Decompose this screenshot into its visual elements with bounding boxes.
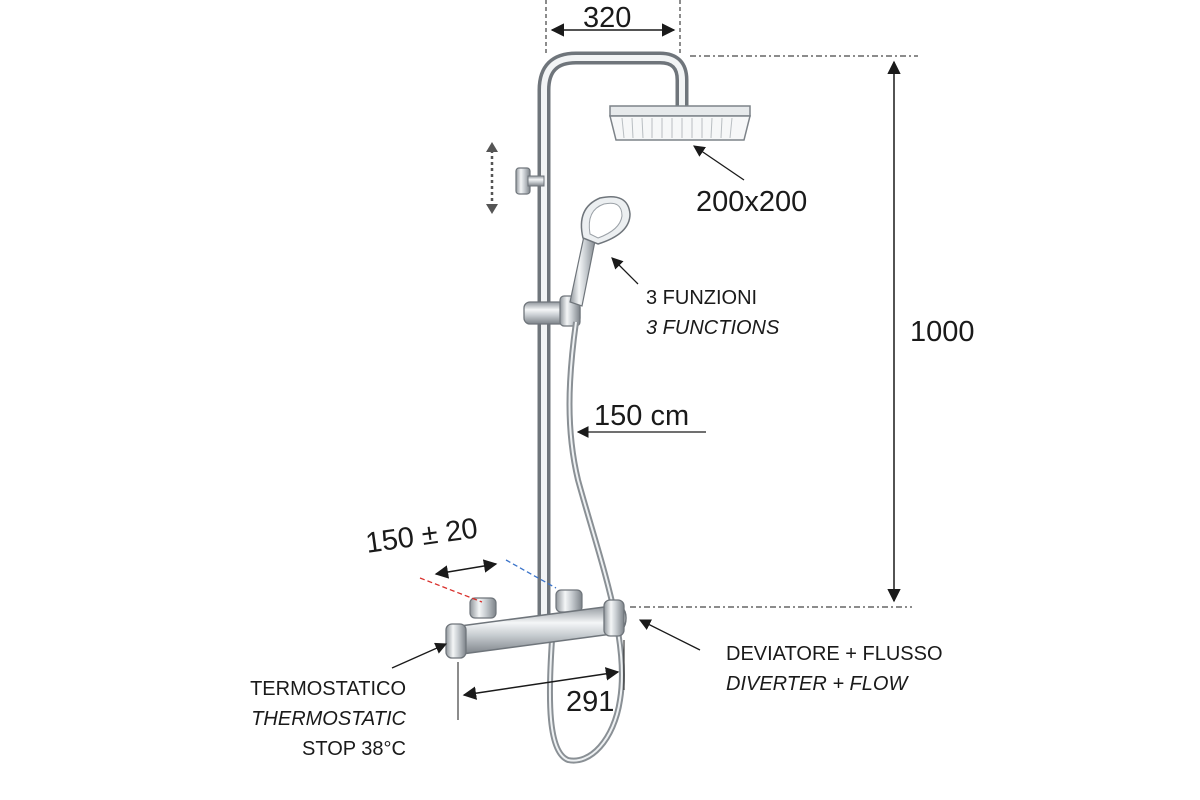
height-adjust-arrow [486,142,498,214]
dimension-valve-width [457,640,625,720]
dimension-height [630,55,918,608]
thermo-label-en: THERMOSTATIC [251,708,406,730]
hose-length-label: 150 cm [594,400,690,432]
hand-shower [569,196,631,307]
hand-shower-label-en: 3 FUNCTIONS [646,317,780,339]
height-label: 1000 [910,316,975,348]
thermo-stop-label: STOP 38°C [302,738,406,760]
thermostatic-mixer [445,589,627,659]
head-size-label: 200x200 [696,186,808,218]
wall-bracket [515,167,545,195]
overhead-shower-head [609,105,751,141]
hand-shower-label-it: 3 FUNZIONI [646,287,758,309]
top-width-label: 320 [583,2,632,34]
shower-hose [546,321,625,764]
diverter-label-it: DEVIATORE + FLUSSO [726,643,943,665]
leader-arrows [391,145,745,669]
diverter-label-en: DIVERTER + FLOW [726,673,908,695]
valve-width-label: 291 [566,686,615,718]
dimension-inlet-spacing [419,559,557,603]
thermo-label-it: TERMOSTATICO [250,678,406,700]
riser-pipe [537,51,689,630]
dimension-top-width [545,0,681,56]
